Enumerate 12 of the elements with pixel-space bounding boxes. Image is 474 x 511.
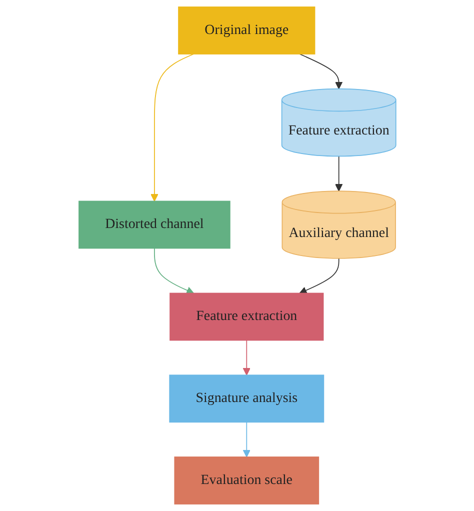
arrow	[334, 156, 342, 192]
arrow	[150, 54, 194, 202]
node-box: Signature analysis	[168, 374, 324, 423]
arrow	[242, 340, 250, 376]
node-box: Evaluation scale	[174, 456, 319, 504]
arrow	[298, 54, 342, 90]
node-box: Feature extraction	[169, 292, 324, 341]
arrow	[242, 422, 250, 458]
node-box: Original image	[178, 6, 315, 54]
arrow	[298, 258, 339, 294]
node-box: Distorted channel	[78, 200, 230, 249]
arrow	[154, 248, 194, 294]
